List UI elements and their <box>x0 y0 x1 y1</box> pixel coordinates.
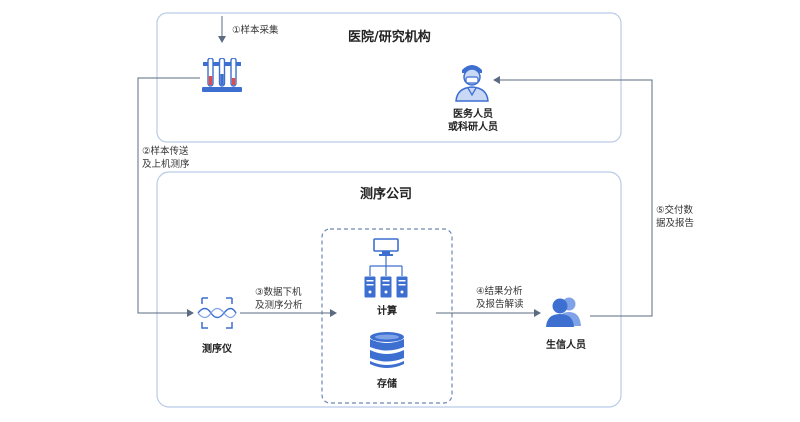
test-tubes-icon <box>202 57 242 98</box>
step2-arrow <box>137 77 200 317</box>
server-icon-2 <box>380 276 392 302</box>
step3-label-line2: 及测序分析 <box>255 300 303 311</box>
step1-label: ①样本采集 <box>232 25 279 36</box>
server-icon-1 <box>364 276 376 302</box>
hospital-title: 医院/研究机构 <box>348 30 431 45</box>
step2-label-line1: ②样本传送 <box>142 146 189 157</box>
database-icon <box>369 332 405 374</box>
storage-label: 存储 <box>377 379 397 390</box>
step2-label-line2: 及上机测序 <box>142 159 190 170</box>
step4-label-line1: ④结果分析 <box>476 286 523 297</box>
sequencer-icon <box>197 296 237 334</box>
step5-label-line1: ⑤交付数 <box>656 205 694 216</box>
step5-arrow <box>493 76 653 317</box>
step3-label-line1: ③数据下机 <box>255 287 302 298</box>
step5-label-line2: 据及报告 <box>656 218 695 229</box>
medical-staff-label-line1: 医务人员 <box>453 109 493 120</box>
sequencer-label: 测序仪 <box>202 344 232 355</box>
server-icon-3 <box>396 276 408 302</box>
bioinformatics-staff-label: 生信人员 <box>546 340 586 351</box>
computer-icon <box>373 238 399 260</box>
compute-label: 计算 <box>377 306 397 317</box>
bioinformatics-staff-icon <box>545 296 583 332</box>
step4-label-line2: 及报告解读 <box>476 299 524 310</box>
medical-staff-label-line2: 或科研人员 <box>448 122 498 133</box>
company-title: 测序公司 <box>360 187 413 202</box>
company-box <box>156 171 622 408</box>
compute-storage-box <box>321 228 453 404</box>
medical-staff-icon <box>453 60 491 106</box>
network-lines <box>369 254 403 276</box>
